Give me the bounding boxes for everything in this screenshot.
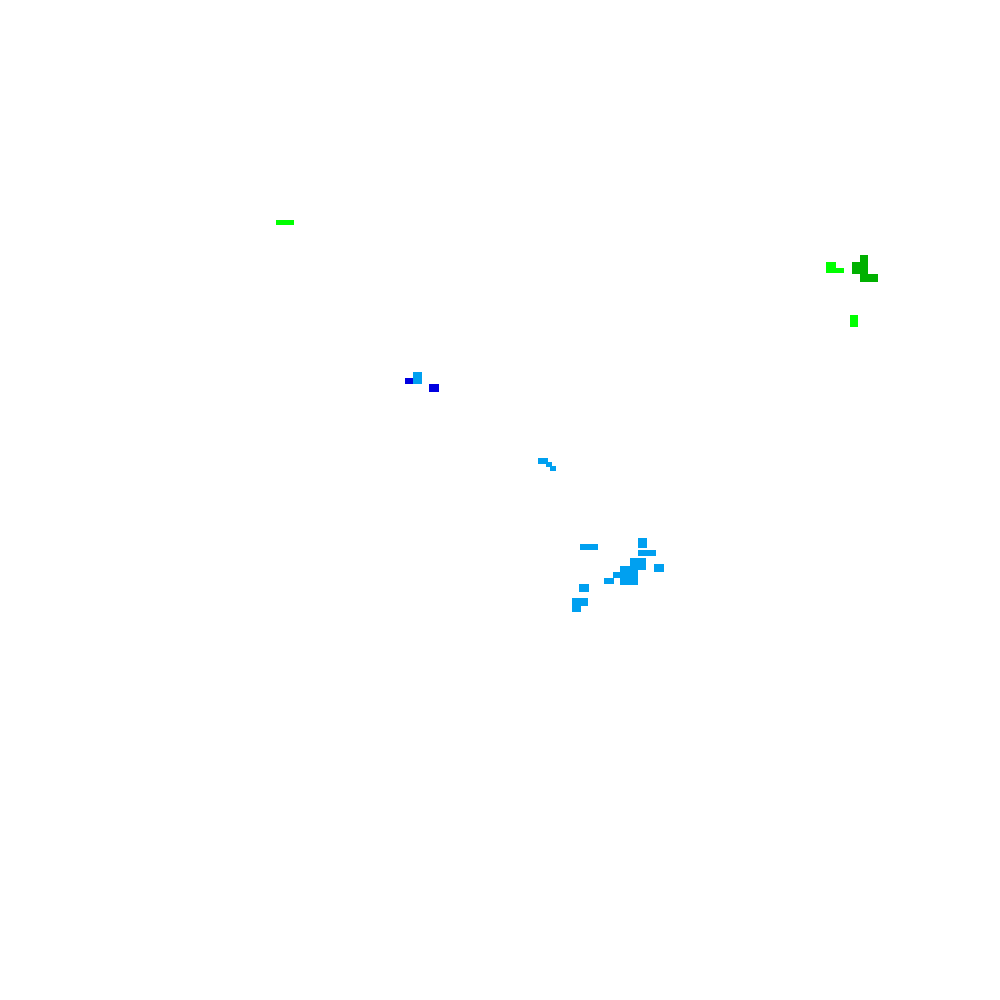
dark-blue-echoes-west-cell bbox=[429, 384, 439, 392]
light-blue-cluster-south-cell bbox=[638, 538, 647, 548]
light-blue-cluster-south-cell bbox=[620, 574, 638, 585]
light-blue-echo-west-cell bbox=[413, 372, 422, 384]
light-blue-cluster-south-cell bbox=[572, 604, 581, 612]
light-blue-arc-central-cell bbox=[550, 466, 556, 471]
dark-green-core-northeast-cell bbox=[852, 262, 862, 274]
light-blue-cluster-south-cell bbox=[620, 566, 638, 576]
green-isolated-east-cell bbox=[850, 315, 858, 327]
light-blue-arc-central-cell bbox=[546, 462, 552, 467]
light-blue-cluster-south-cell bbox=[654, 564, 664, 572]
light-blue-cluster-south-cell bbox=[638, 550, 656, 556]
light-blue-cluster-south-cell bbox=[604, 578, 614, 584]
dark-green-core-northeast-cell bbox=[860, 274, 878, 282]
light-blue-arc-central-cell bbox=[538, 458, 548, 464]
dark-green-core-northeast-cell bbox=[860, 255, 868, 275]
light-green-streak-cell bbox=[276, 220, 294, 225]
light-blue-cluster-south-cell bbox=[579, 584, 589, 592]
dark-blue-echoes-west-cell bbox=[405, 378, 415, 384]
green-cluster-northeast-cell bbox=[834, 268, 844, 273]
light-blue-cluster-south-cell bbox=[572, 598, 588, 606]
light-blue-cluster-south-cell bbox=[613, 572, 623, 578]
light-blue-cluster-south-cell bbox=[580, 544, 598, 550]
green-cluster-northeast-cell bbox=[826, 262, 836, 273]
